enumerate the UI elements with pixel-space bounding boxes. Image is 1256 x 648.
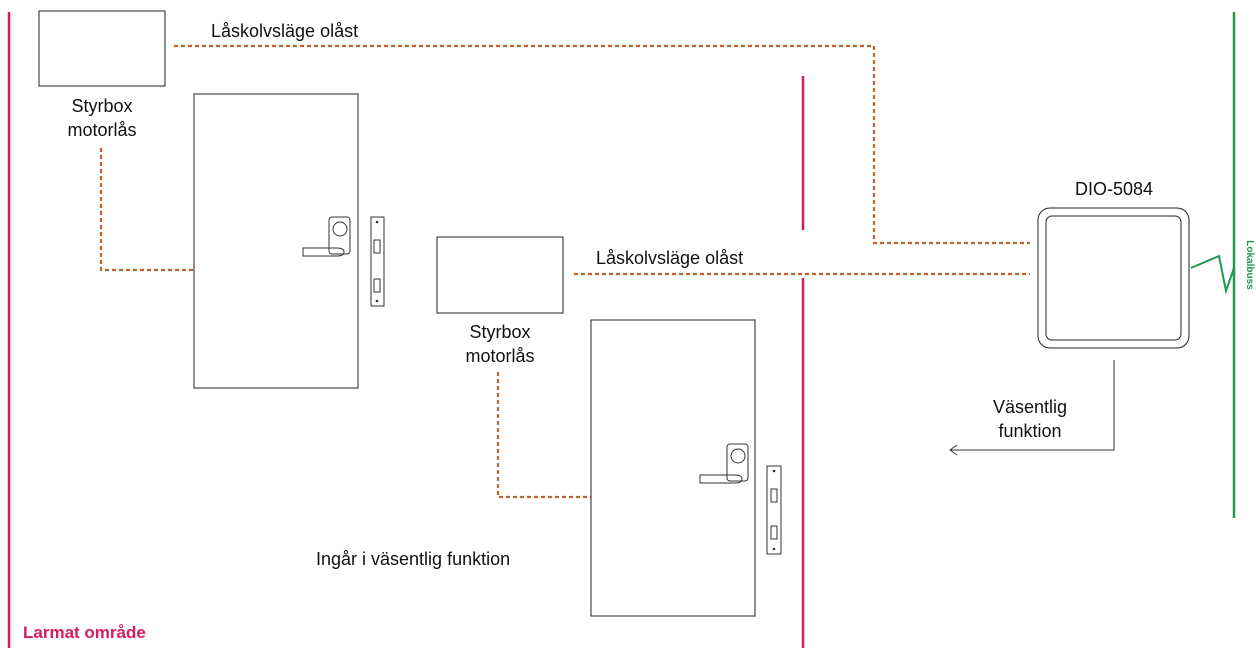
strike-plate-icon <box>370 216 385 307</box>
door-handle-icon <box>699 443 749 484</box>
styrbox2-label-line1: Styrbox <box>469 322 530 342</box>
door-handle-icon <box>302 216 351 257</box>
door-2 <box>590 319 756 617</box>
styrbox2-label-line2: motorlås <box>465 346 534 366</box>
styrbox-motorlas-1 <box>38 10 166 87</box>
middle-signal-label: Låskolvsläge olåst <box>596 248 743 268</box>
styrbox1-label-line2: motorlås <box>67 120 136 140</box>
essential-function-line <box>951 360 1115 451</box>
dio-5084-title: DIO-5084 <box>1075 179 1153 199</box>
top-signal-label: Låskolvsläge olåst <box>211 21 358 41</box>
door-1 <box>193 93 359 389</box>
strike-plate-icon <box>766 465 782 555</box>
styrbox1-label-line1: Styrbox <box>71 96 132 116</box>
local-bus-label: Lokalbuss <box>1244 240 1255 290</box>
included-in-essential-note: Ingår i väsentlig funktion <box>316 549 510 569</box>
essential-function-label-line2: funktion <box>998 421 1061 441</box>
essential-function-label-line1: Väsentlig <box>993 397 1067 417</box>
alarm-area-label: Larmat område <box>23 623 146 642</box>
arrow-left-icon <box>949 444 958 456</box>
signal-line-top <box>174 44 1030 245</box>
dio-5084-inner <box>1045 215 1182 341</box>
bus-connection-tick <box>1190 254 1235 295</box>
styrbox-motorlas-2 <box>436 236 564 314</box>
